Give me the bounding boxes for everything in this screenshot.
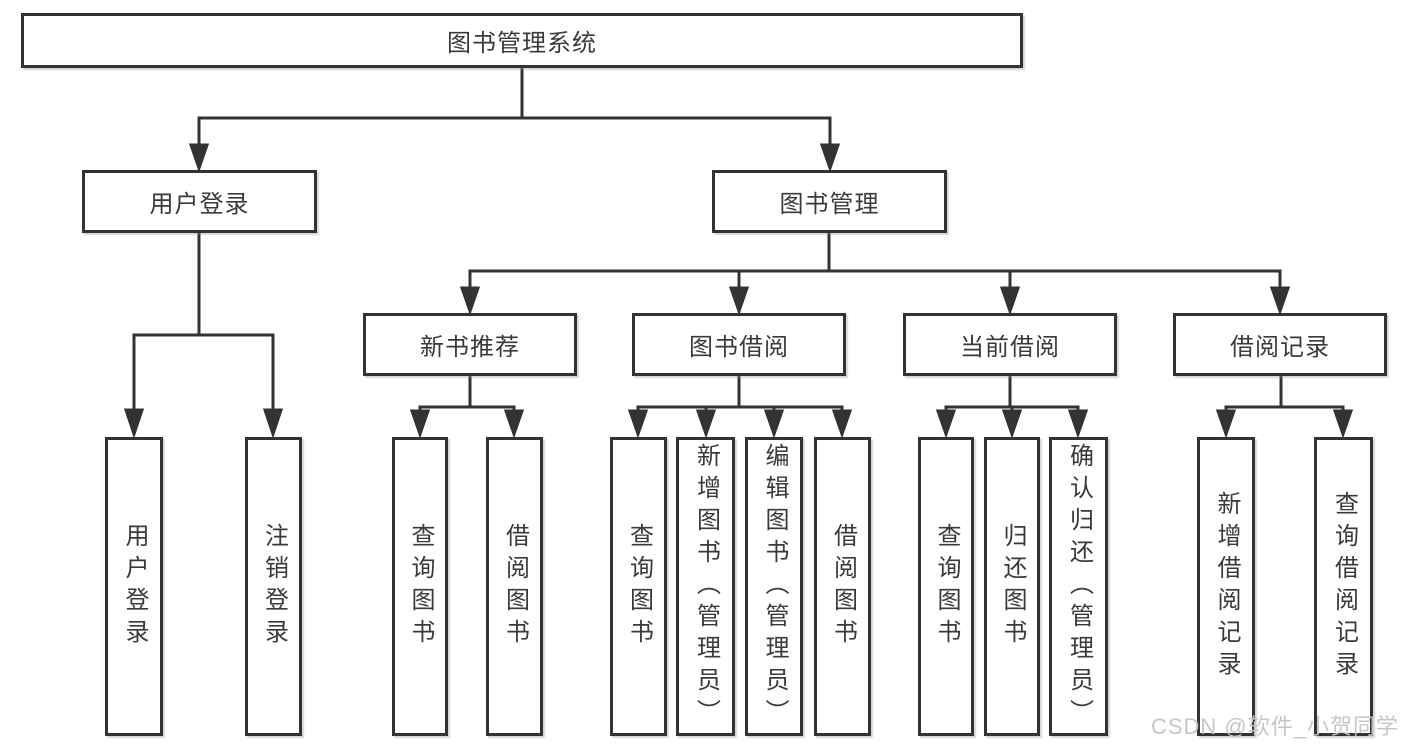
node-current-borrow: 当前借阅 [903, 313, 1117, 376]
node-leaf-query-books-recommend-label: 查询图书 [407, 522, 434, 651]
node-user-login: 用户登录 [82, 170, 317, 233]
connector-user-login [123, 233, 284, 439]
node-book-borrow-label: 图书借阅 [689, 334, 789, 361]
node-leaf-add-borrow-record: 新增借阅记录 [1197, 437, 1255, 736]
node-leaf-query-books-borrow: 查询图书 [610, 437, 667, 736]
node-leaf-edit-books-admin-label: 编辑图书（管理员） [761, 442, 788, 731]
node-leaf-add-books-admin-label: 新增图书（管理员） [692, 442, 720, 731]
node-leaf-borrow-books: 借阅图书 [814, 437, 871, 736]
node-borrow-records-label: 借阅记录 [1230, 334, 1330, 361]
node-leaf-confirm-return-admin: 确认归还（管理员） [1049, 437, 1108, 736]
connector-root [188, 68, 841, 173]
node-leaf-return-books-label: 归还图书 [999, 522, 1026, 651]
node-book-management-label: 图书管理 [779, 191, 880, 218]
node-leaf-add-borrow-record-label: 新增借阅记录 [1213, 490, 1240, 683]
node-borrow-records: 借阅记录 [1173, 313, 1387, 376]
node-current-borrow-label: 当前借阅 [960, 334, 1060, 361]
node-library-system: 图书管理系统 [21, 13, 1023, 68]
node-leaf-edit-books-admin: 编辑图书（管理员） [745, 437, 803, 736]
node-book-management: 图书管理 [712, 170, 947, 233]
node-book-borrow: 图书借阅 [632, 313, 846, 376]
node-leaf-borrow-books-label: 借阅图书 [829, 522, 857, 651]
node-leaf-query-books-recommend: 查询图书 [392, 437, 448, 736]
node-leaf-return-books: 归还图书 [984, 437, 1040, 736]
node-leaf-user-login: 用户登录 [105, 437, 163, 736]
node-leaf-logout-login: 注销登录 [245, 437, 302, 736]
node-leaf-logout-login-label: 注销登录 [260, 522, 288, 651]
node-leaf-user-login-label: 用户登录 [121, 522, 148, 651]
connector-new-book-recommend [409, 376, 525, 439]
node-new-book-recommend: 新书推荐 [363, 313, 577, 376]
node-leaf-query-books-current: 查询图书 [918, 437, 974, 736]
node-user-login-label: 用户登录 [149, 191, 250, 218]
node-leaf-query-borrow-record-label: 查询借阅记录 [1330, 490, 1358, 683]
node-new-book-recommend-label: 新书推荐 [420, 334, 520, 361]
node-leaf-confirm-return-admin-label: 确认归还（管理员） [1065, 442, 1093, 731]
node-leaf-add-books-admin: 新增图书（管理员） [676, 437, 735, 736]
node-leaf-borrow-books-recommend: 借阅图书 [486, 437, 543, 736]
node-leaf-borrow-books-recommend-label: 借阅图书 [501, 522, 529, 651]
node-leaf-query-books-borrow-label: 查询图书 [625, 522, 653, 651]
node-leaf-query-borrow-record: 查询借阅记录 [1314, 437, 1373, 736]
connector-borrow-records [1215, 376, 1354, 439]
connector-book-management [459, 233, 1291, 316]
csdn-watermark: CSDN @软件_小贺同学 [1150, 714, 1399, 739]
connector-book-borrow [627, 376, 853, 439]
node-library-system-label: 图书管理系统 [447, 30, 597, 57]
connector-current-borrow [935, 376, 1089, 439]
node-leaf-query-books-current-label: 查询图书 [933, 522, 960, 651]
